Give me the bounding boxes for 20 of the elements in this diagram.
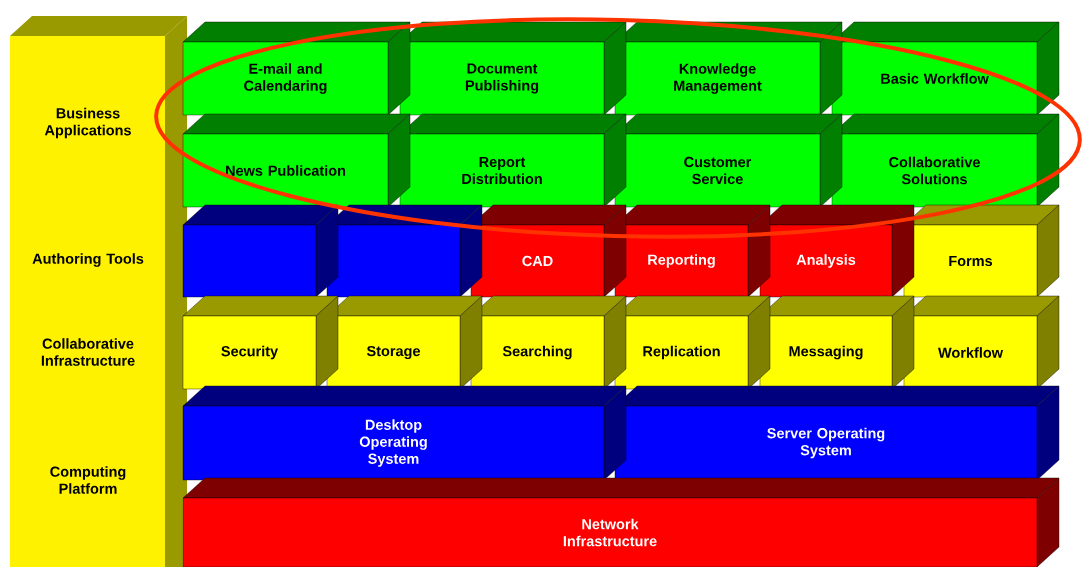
block-3d: [182, 204, 339, 298]
block-3d: Forms: [903, 204, 1060, 298]
block-3d: Collaborative Solutions: [831, 113, 1060, 208]
block-3d: News Publication: [182, 113, 411, 208]
block-3d: Desktop Operating System: [182, 385, 627, 481]
block-3d: Report Distribution: [399, 113, 627, 208]
block-3d: E-mail and Calendaring: [182, 21, 411, 116]
block-3d: Knowledge Management: [614, 21, 843, 116]
block-3d: Reporting: [614, 204, 771, 298]
block-3d: Customer Service: [614, 113, 843, 208]
block-3d: Analysis: [759, 204, 915, 298]
block-3d: Security: [182, 295, 339, 390]
block-3d: Basic Workflow: [831, 21, 1060, 116]
block-3d: [326, 204, 483, 298]
block-3d: CAD: [470, 204, 627, 298]
layer-label-band: Business Applications Authoring Tools Collaborative Infrastructure Computing Platform: [10, 16, 187, 567]
block-3d: Network Infrastructure: [182, 477, 1060, 567]
block-3d: Server Operating System: [614, 385, 1060, 481]
block-3d: Document Publishing: [399, 21, 627, 116]
block-3d: Workflow: [903, 295, 1060, 390]
